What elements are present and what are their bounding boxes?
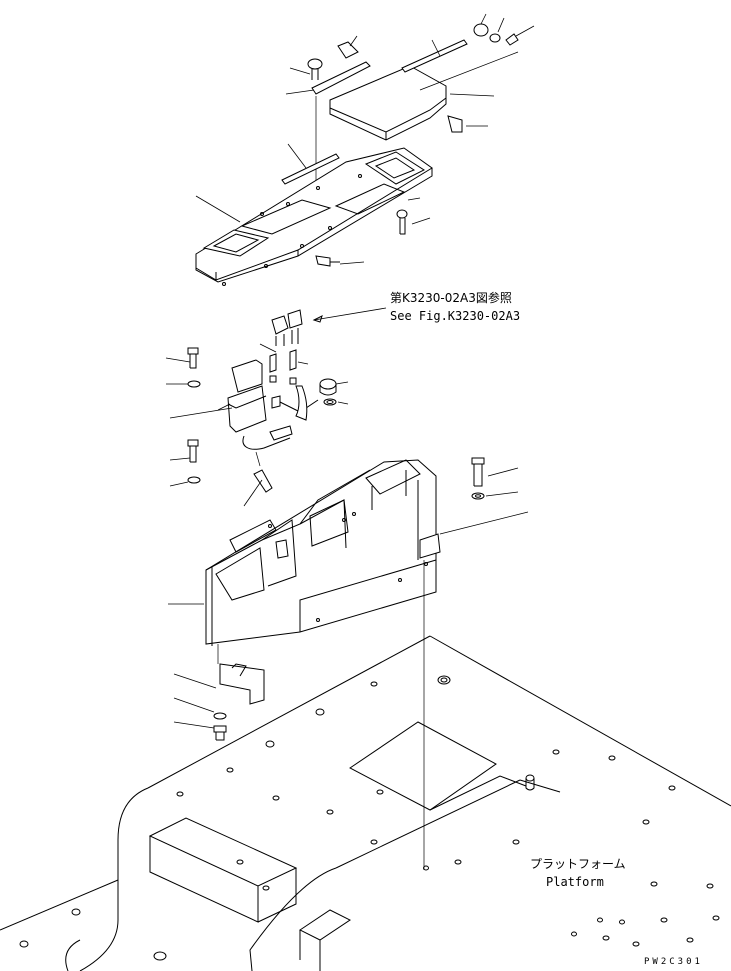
lid-plate — [329, 65, 447, 133]
hinge-strip — [311, 61, 371, 95]
drawing-code: PW2C301 — [644, 957, 703, 967]
rod — [401, 39, 468, 73]
console-box — [168, 457, 529, 870]
nut — [473, 23, 489, 37]
washer — [489, 33, 501, 43]
platform: プラットフォーム Platform — [0, 635, 731, 971]
platform-label-jp: プラットフォーム — [530, 857, 626, 871]
console-body — [205, 459, 437, 645]
opening-mid — [240, 199, 332, 235]
opening-rear — [364, 151, 426, 185]
opening-front — [202, 229, 270, 257]
console-tray — [195, 143, 433, 286]
platform-label-en: Platform — [546, 875, 604, 889]
reference-jp: 第K3230-02A3図参照 — [390, 290, 512, 305]
tray-top — [195, 147, 433, 281]
screw-head — [307, 58, 323, 70]
reference-en: See Fig.K3230-02A3 — [390, 309, 520, 323]
top-cover-assembly — [285, 13, 535, 186]
bushing — [337, 41, 359, 59]
lid-plate-edge — [329, 98, 447, 141]
switch-parts — [165, 309, 349, 507]
clip — [505, 33, 519, 46]
reference-note: 第K3230-02A3図参照 See Fig.K3230-02A3 — [312, 290, 520, 323]
knob — [447, 115, 463, 133]
